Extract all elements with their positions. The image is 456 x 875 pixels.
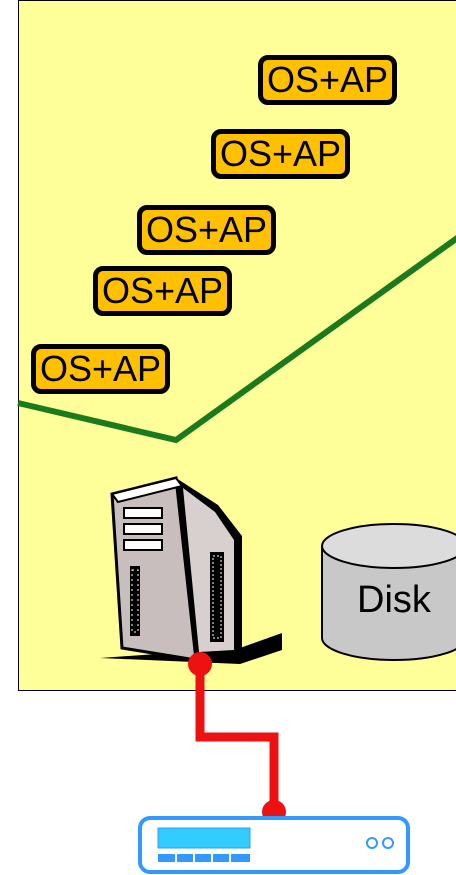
os-ap-box: OS+AP (137, 205, 277, 255)
trend-line (17, 235, 456, 444)
os-ap-box: OS+AP (93, 266, 233, 316)
os-ap-box: OS+AP (31, 344, 171, 394)
network-router-icon (138, 816, 410, 874)
os-ap-box: OS+AP (258, 55, 398, 105)
disk-cylinder-icon (321, 523, 456, 661)
network-connection (188, 652, 286, 824)
disk-label: Disk (357, 579, 431, 621)
os-ap-box: OS+AP (211, 129, 351, 179)
connection-node-server (188, 652, 212, 676)
